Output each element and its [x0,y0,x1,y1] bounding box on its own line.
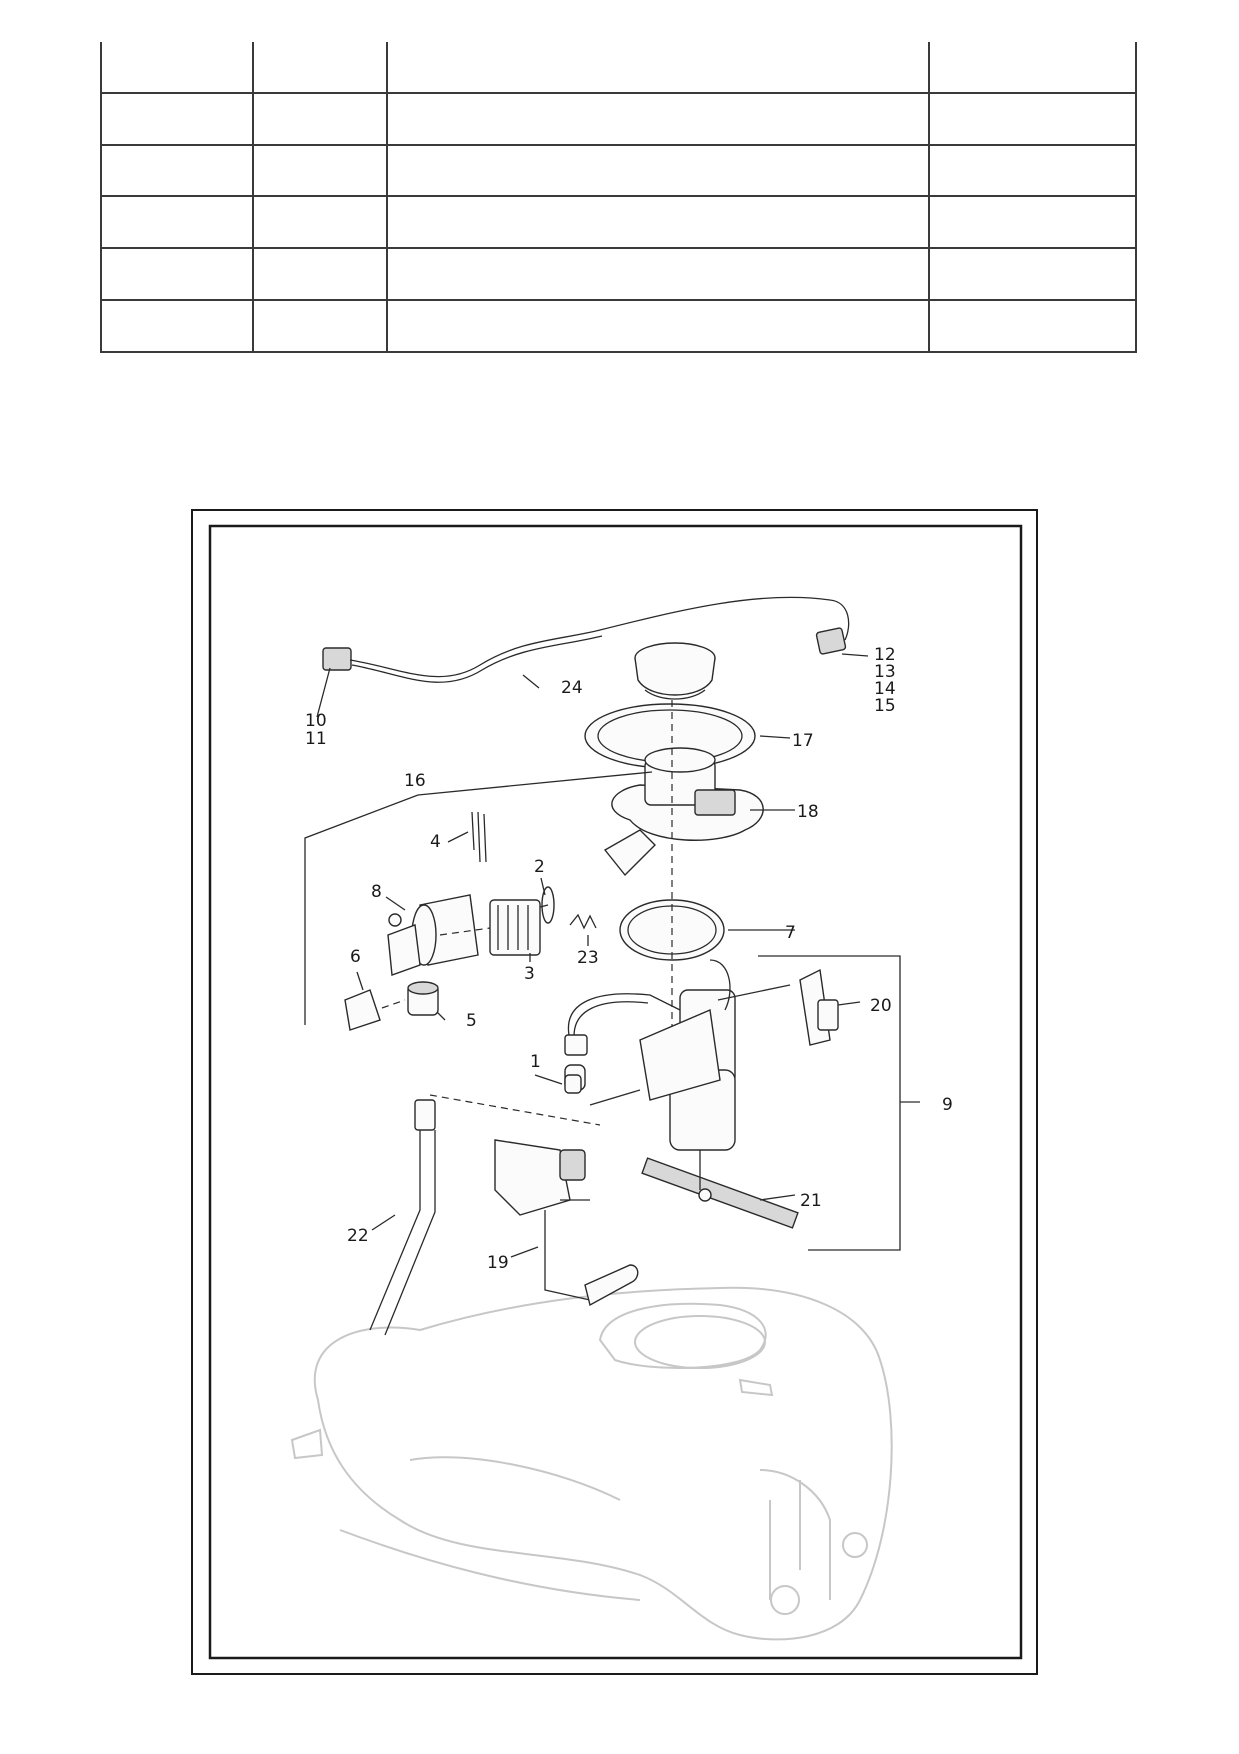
callout-label: 5 [466,1011,477,1031]
callout-label: 11 [305,729,327,749]
callout-label: 1 [530,1052,541,1072]
table-cell [386,42,930,94]
table-cell [386,143,930,198]
callout-label: 21 [800,1191,822,1211]
fuel-cap [634,642,716,700]
callout-label: 10 [305,711,327,731]
pump-flange [603,747,795,877]
callout-labels: 1 2 3 4 5 6 7 8 9 10 11 12 13 14 15 16 1… [305,645,953,1273]
fuel-hose [369,1074,601,1336]
callout-label: 9 [942,1095,953,1115]
leader-lines [316,653,869,1258]
table-cell [252,247,388,302]
diagram-outer-frame [191,509,1038,1675]
table-cell [252,91,388,146]
diagram-inner-frame [208,524,1023,1660]
fuel-tank-outline [290,1286,893,1641]
table-cell [100,299,254,353]
callout-label: 3 [524,964,535,984]
table-cell [928,143,1137,198]
callout-label: 22 [347,1226,369,1246]
table-cell [928,91,1137,146]
table-row [100,247,1137,302]
table-row [100,91,1137,146]
callout-label: 14 [874,679,896,699]
table-cell [252,195,388,250]
table-cell [252,42,388,94]
table-cell [100,143,254,198]
table-row [100,195,1137,250]
table-cell [928,195,1137,250]
table-cell [100,247,254,302]
table-cell [928,299,1137,353]
lock-ring [584,703,791,769]
callout-label: 15 [874,696,896,716]
table-cell [386,195,930,250]
table-cell [386,247,930,302]
callout-label: 4 [430,832,441,852]
callout-label: 2 [534,857,545,877]
small-parts-group [344,811,597,1031]
flange-seal [619,899,795,961]
callout-label: 20 [870,996,892,1016]
table-cell [386,91,930,146]
parts-table [100,42,1137,353]
table-cell [386,299,930,353]
fuel-level-sender [494,1139,639,1307]
table-cell [100,42,254,94]
callout-label: 16 [404,771,426,791]
pump-connector [799,968,861,1046]
callout-label: 23 [577,948,599,968]
table-cell [928,42,1137,94]
callout-label: 6 [350,947,361,967]
wiring-harness [322,596,850,683]
table-cell [928,247,1137,302]
callout-label: 17 [792,731,814,751]
table-row [100,143,1137,198]
fuel-pump-module [564,959,799,1229]
callout-label: 18 [797,802,819,822]
table-cell [252,299,388,353]
table-row [100,299,1137,353]
table-cell [100,91,254,146]
table-cell [252,143,388,198]
table-row [100,42,1137,94]
table-cell [100,195,254,250]
callout-label: 24 [561,678,583,698]
callout-label: 13 [874,662,896,682]
callout-label: 12 [874,645,896,665]
callout-label: 7 [785,923,796,943]
callout-label: 8 [371,882,382,902]
callout-label: 19 [487,1253,509,1273]
